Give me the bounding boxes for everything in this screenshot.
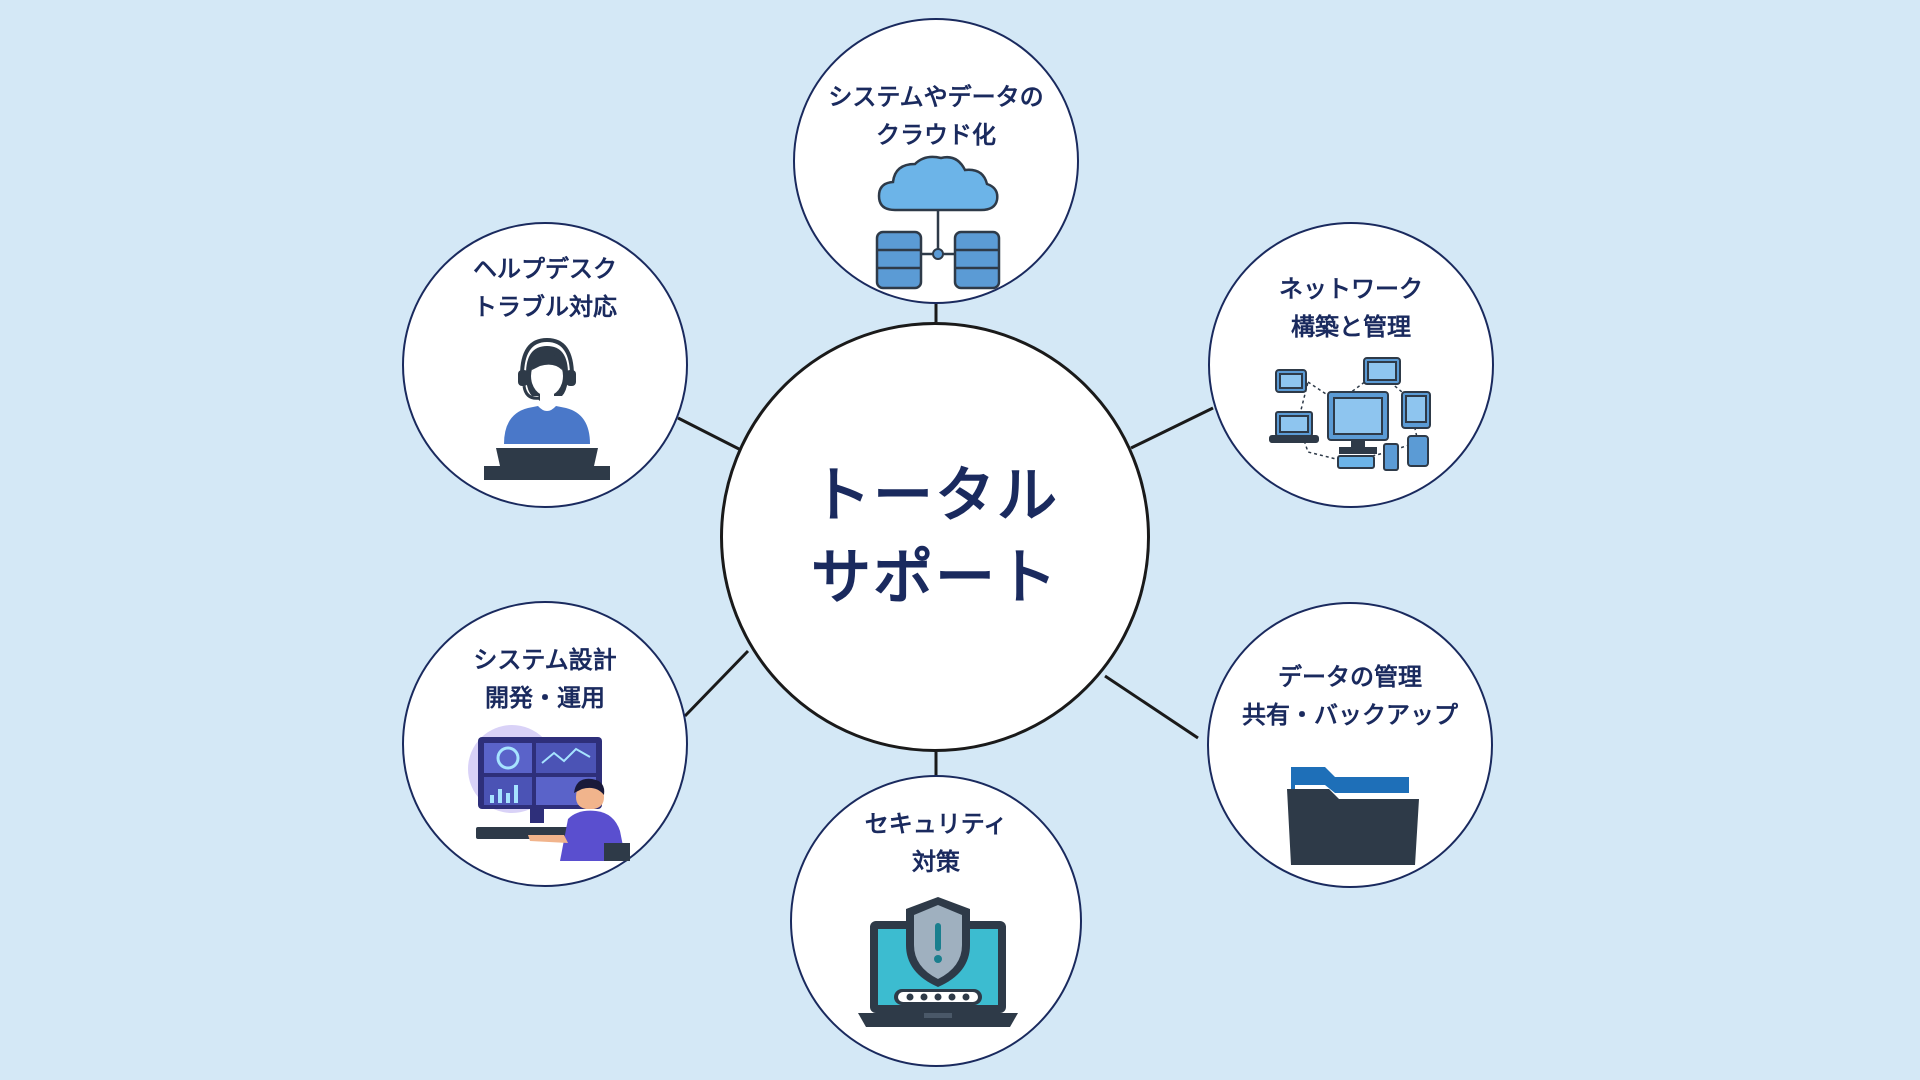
cloud-database-icon: [875, 155, 1001, 290]
security-shield-laptop-icon: [858, 897, 1018, 1027]
node-system-line2: 開発・運用: [485, 684, 605, 712]
center-title-line1: トータル: [811, 461, 1059, 531]
center-title-line2: サポート: [811, 543, 1059, 613]
folder-icon: [1287, 767, 1419, 865]
node-network-line2: 構築と管理: [1291, 313, 1411, 341]
node-security-label: セキュリティ 対策: [792, 805, 1080, 881]
node-security: セキュリティ 対策: [790, 775, 1082, 1067]
node-helpdesk-line2: トラブル対応: [473, 293, 617, 321]
network-devices-icon: [1269, 357, 1431, 471]
node-system-label: システム設計 開発・運用: [404, 641, 686, 717]
node-system: システム設計 開発・運用: [402, 601, 688, 887]
node-helpdesk: ヘルプデスク トラブル対応: [402, 222, 688, 508]
node-helpdesk-line1: ヘルプデスク: [473, 255, 617, 283]
node-data-line1: データの管理: [1278, 663, 1422, 691]
connector-data: [1104, 674, 1199, 740]
node-network-label: ネットワーク 構築と管理: [1210, 270, 1492, 346]
connector-helpdesk: [677, 416, 740, 451]
center-hub: トータル サポート: [720, 322, 1150, 752]
node-helpdesk-label: ヘルプデスク トラブル対応: [404, 250, 686, 326]
node-cloud-line2: クラウド化: [876, 121, 996, 149]
node-security-line1: セキュリティ: [864, 810, 1008, 838]
connector-network: [1130, 406, 1214, 450]
support-operator-icon: [484, 337, 610, 480]
connector-system: [683, 649, 750, 718]
node-network-line1: ネットワーク: [1279, 275, 1423, 303]
node-system-line1: システム設計: [473, 646, 617, 674]
node-data: データの管理 共有・バックアップ: [1207, 602, 1493, 888]
node-data-label: データの管理 共有・バックアップ: [1209, 658, 1491, 734]
node-cloud: システムやデータの クラウド化: [793, 18, 1079, 304]
node-data-line2: 共有・バックアップ: [1242, 701, 1458, 729]
node-network: ネットワーク 構築と管理: [1208, 222, 1494, 508]
node-cloud-line1: システムやデータの: [828, 83, 1044, 111]
node-cloud-label: システムやデータの クラウド化: [795, 78, 1077, 154]
node-security-line2: 対策: [912, 848, 960, 876]
developer-workstation-icon: [468, 725, 630, 861]
